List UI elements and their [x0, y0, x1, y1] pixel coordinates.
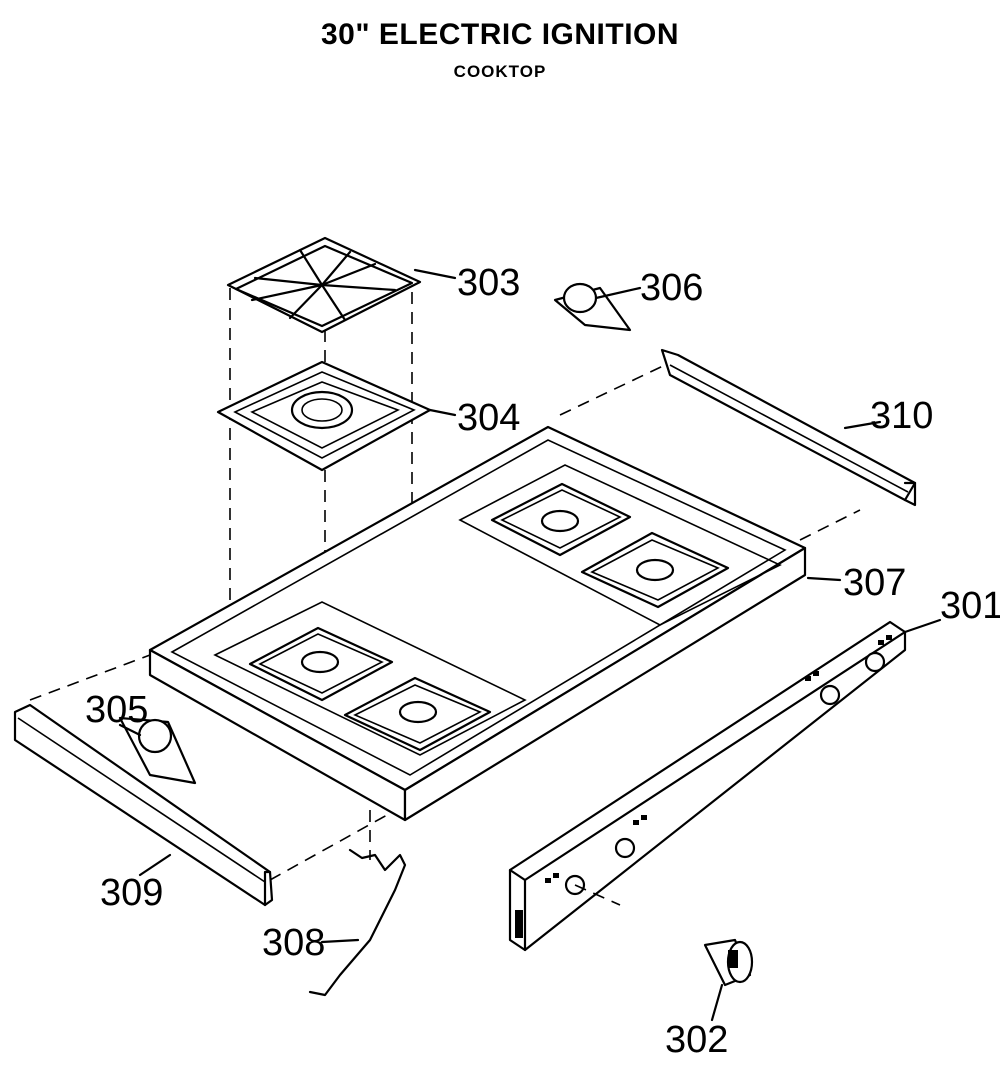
igniter-wire-308	[308, 848, 407, 997]
part-label-304: 304	[457, 397, 520, 439]
rear-trim-310	[660, 348, 917, 507]
diagram-subtitle: COOKTOP	[453, 62, 547, 81]
igniter-306	[553, 282, 632, 332]
control-panel-301	[508, 620, 907, 952]
burner-pan-rear-right	[580, 531, 730, 609]
part-label-301: 301	[940, 585, 1000, 627]
burner-grate-303	[226, 236, 422, 334]
front-trim-309	[13, 703, 274, 907]
leader-lines	[118, 268, 942, 1022]
diagram-title: 30" ELECTRIC IGNITION	[320, 18, 680, 51]
part-label-309: 309	[100, 872, 163, 914]
part-label-302: 302	[665, 1019, 728, 1061]
control-knob-302	[703, 938, 754, 987]
drip-pan-304	[216, 360, 432, 472]
cooktop-main-top-307	[148, 425, 807, 822]
burner-pan-rear-left	[490, 482, 632, 557]
part-label-303: 303	[457, 262, 520, 304]
part-label-307: 307	[843, 562, 906, 604]
burner-pan-front-left	[248, 626, 394, 702]
part-label-306: 306	[640, 267, 703, 309]
part-label-308: 308	[262, 922, 325, 964]
part-label-310: 310	[870, 395, 933, 437]
part-label-305: 305	[85, 689, 148, 731]
burner-pan-front-right	[343, 676, 492, 752]
